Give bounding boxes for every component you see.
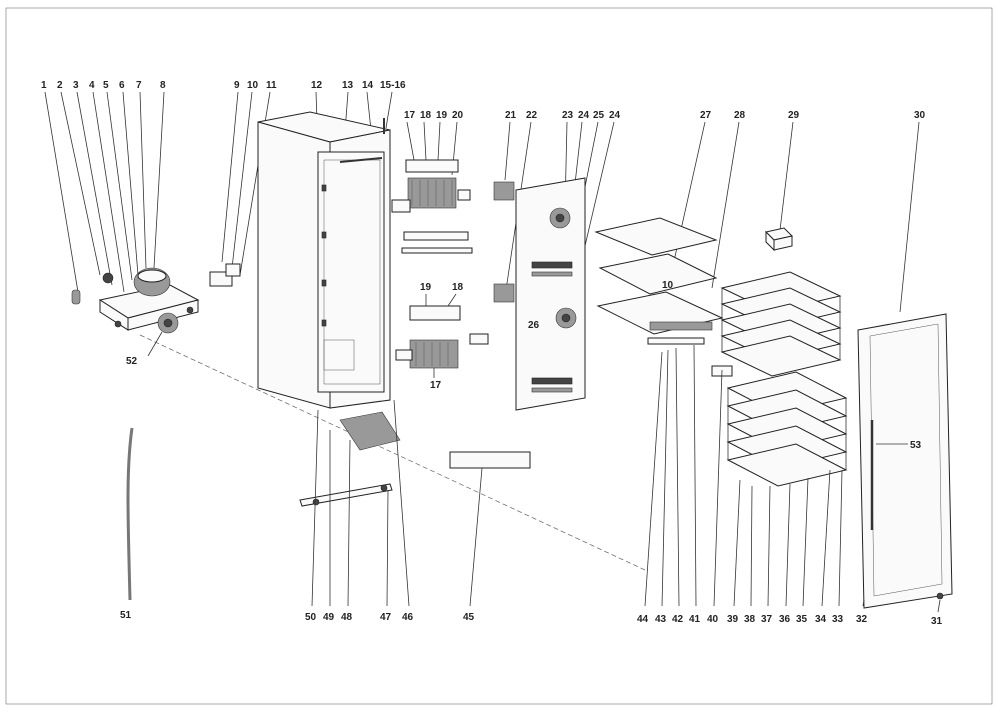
callout-17-top: 17 [404, 110, 416, 121]
callout-10: 10 [247, 80, 259, 91]
callout-46: 46 [402, 612, 414, 623]
callout-18-top: 18 [420, 110, 432, 121]
callout-22: 22 [526, 110, 538, 121]
callout-43: 43 [655, 614, 667, 625]
callout-4: 4 [89, 80, 95, 91]
callout-42: 42 [672, 614, 684, 625]
callout-28: 28 [734, 110, 746, 121]
callout-19-mid: 19 [420, 282, 432, 293]
callout-39: 39 [727, 614, 739, 625]
callout-48: 48 [341, 612, 353, 623]
callout-20: 20 [452, 110, 464, 121]
callout-32: 32 [856, 614, 868, 625]
callout-9: 9 [234, 80, 240, 91]
callout-14: 14 [362, 80, 374, 91]
callout-44: 44 [637, 614, 649, 625]
callout-45: 45 [463, 612, 475, 623]
glass-door [857, 313, 953, 609]
evaporator-upper [391, 159, 473, 254]
bracket-parts [209, 263, 241, 287]
callout-41: 41 [689, 614, 701, 625]
callout-6: 6 [119, 80, 125, 91]
cabinet [257, 111, 391, 409]
callout-5: 5 [103, 80, 109, 91]
hinge-icon [936, 592, 944, 600]
callout-53: 53 [910, 440, 922, 451]
callout-34: 34 [815, 614, 827, 625]
bottom-callouts: 50 49 48 47 46 45 44 43 42 41 40 39 38 3… [305, 612, 943, 627]
callout-11: 11 [266, 80, 277, 91]
callout-38: 38 [744, 614, 756, 625]
callout-24-a: 24 [578, 110, 590, 121]
explode-axis [139, 334, 646, 571]
callout-40: 40 [707, 614, 719, 625]
callout-30: 30 [914, 110, 926, 121]
callout-19-top: 19 [436, 110, 448, 121]
bottom-leaders [311, 344, 941, 613]
callout-1: 1 [41, 80, 47, 91]
callout-23: 23 [562, 110, 574, 121]
fan-motor [147, 312, 179, 357]
callout-26: 26 [528, 320, 540, 331]
callout-36: 36 [779, 614, 791, 625]
callout-8: 8 [160, 80, 166, 91]
drain-hose [126, 427, 134, 601]
sheet-border [5, 7, 993, 705]
control-panel [493, 177, 586, 411]
callout-37: 37 [761, 614, 773, 625]
callout-7: 7 [136, 80, 142, 91]
base-parts [299, 411, 531, 507]
callout-51: 51 [120, 610, 132, 621]
wine-rack-lower [711, 365, 848, 487]
evaporator-lower [395, 305, 489, 369]
callout-17-low: 17 [430, 380, 442, 391]
callout-27: 27 [700, 110, 712, 121]
callout-15-16: 15-16 [380, 80, 406, 91]
callout-29: 29 [788, 110, 800, 121]
callout-35: 35 [796, 614, 808, 625]
callout-12: 12 [311, 80, 323, 91]
callout-52: 52 [126, 356, 138, 367]
callout-2: 2 [57, 80, 63, 91]
callout-13: 13 [342, 80, 354, 91]
callout-50: 50 [305, 612, 317, 623]
callout-33: 33 [832, 614, 844, 625]
capacitor-icon [71, 289, 81, 305]
top-callouts: 1 2 3 4 5 6 7 8 9 10 11 12 13 14 15-16 1… [41, 80, 926, 121]
callout-18-mid: 18 [452, 282, 464, 293]
wine-rack-upper [720, 271, 842, 377]
callout-47: 47 [380, 612, 392, 623]
callout-10-mid: 10 [662, 280, 674, 291]
cover-plates [594, 217, 724, 345]
callout-31: 31 [931, 616, 943, 627]
callout-49: 49 [323, 612, 335, 623]
callout-24-b: 24 [609, 110, 621, 121]
compressor-assembly [71, 267, 200, 331]
callout-25: 25 [593, 110, 605, 121]
box-part-29 [765, 227, 793, 252]
callout-21: 21 [505, 110, 517, 121]
callout-3: 3 [73, 80, 79, 91]
